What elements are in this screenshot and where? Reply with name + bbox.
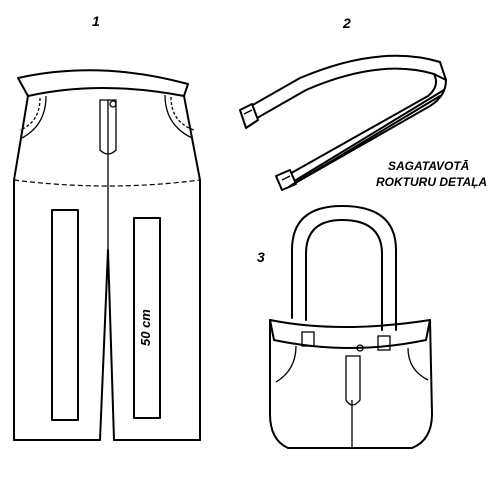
- right-strap-piece: [133, 217, 161, 419]
- left-pocket-stitch: [19, 97, 41, 131]
- right-pocket-curve: [164, 94, 193, 139]
- bag-body: [269, 319, 433, 449]
- belt-loop-right: [377, 335, 391, 351]
- bag-button-icon: [356, 344, 364, 352]
- step-1-trousers-illustration: [13, 69, 201, 441]
- strap-outer-band: [243, 54, 447, 187]
- step-2-strap-illustration: [239, 54, 447, 191]
- left-strap-piece: [51, 209, 79, 421]
- bag-fly: [345, 355, 361, 406]
- fly-panel: [99, 99, 117, 155]
- strap-end-left: [239, 103, 259, 129]
- strap-caption-line-2: ROKTURU DETAĻA: [376, 175, 487, 189]
- bag-pocket-left: [275, 345, 297, 383]
- step-1-number: 1: [92, 13, 100, 29]
- trousers-outline: [13, 95, 201, 441]
- trousers-waistband: [17, 69, 189, 97]
- right-pocket-stitch: [170, 96, 195, 131]
- measurement-label: 50 cm: [138, 309, 153, 346]
- step-3-bag-illustration: [269, 205, 433, 449]
- bag-pocket-right: [407, 347, 429, 381]
- button-icon: [109, 100, 117, 108]
- strap-end-left-fold: [243, 109, 253, 115]
- strap-caption-line-1: SAGATAVOTĀ: [388, 159, 469, 173]
- strap-lower-band: [289, 89, 445, 187]
- bag-waistband: [269, 319, 431, 349]
- belt-loop-left: [301, 331, 315, 347]
- left-pocket-curve: [21, 95, 47, 139]
- cut-line: [13, 179, 201, 187]
- step-3-number: 3: [257, 249, 265, 265]
- strap-inner-band: [249, 67, 437, 177]
- bag-handle-outer: [291, 205, 397, 331]
- bag-handle-inner: [305, 219, 383, 331]
- step-2-number: 2: [342, 15, 351, 31]
- strap-end-bottom-fold: [281, 175, 291, 181]
